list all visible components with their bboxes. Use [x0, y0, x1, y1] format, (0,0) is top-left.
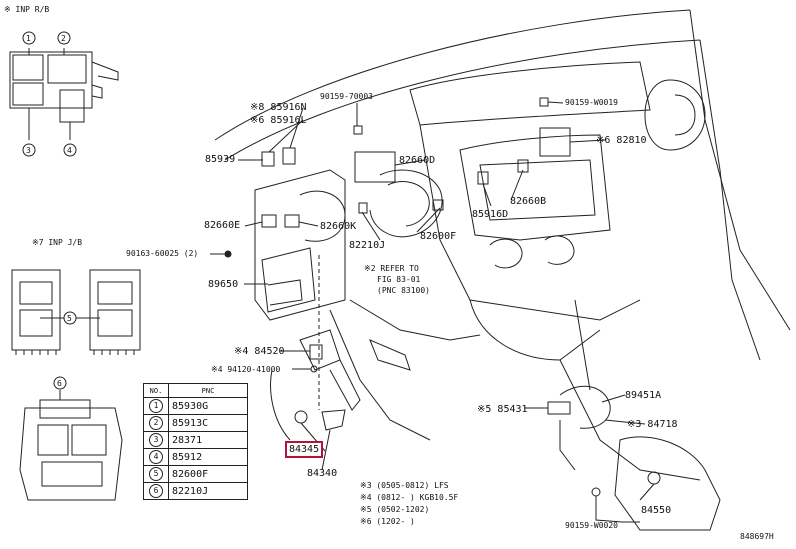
table-row: 2 85913C: [143, 414, 248, 432]
row-number: 5: [149, 467, 163, 481]
part-label-85916n[interactable]: ※8 85916N: [250, 102, 307, 113]
junction-block-title: ※7 INP J/B: [32, 238, 83, 247]
instrument-panel: [214, 9, 791, 481]
pnc-table-header: NO. PNC: [143, 383, 248, 398]
row-pnc[interactable]: 28371: [168, 431, 248, 449]
part-label-84550[interactable]: 84550: [641, 505, 672, 516]
table-row: 5 82600F: [143, 465, 248, 483]
callout-5: 5: [67, 314, 72, 323]
relay-block-title: ※ INP R/B: [4, 5, 50, 14]
table-row: 6 82210J: [143, 482, 248, 500]
part-label-89650[interactable]: 89650: [208, 279, 239, 290]
row-pnc[interactable]: 85912: [168, 448, 248, 466]
part-label-89451a[interactable]: 89451A: [625, 390, 662, 401]
callout-2: 2: [61, 34, 66, 43]
refer-note-line-2[interactable]: FIG 83-01: [377, 275, 421, 284]
row-number: 4: [149, 450, 163, 464]
part-label-82660k[interactable]: 82660K: [320, 221, 357, 232]
note-line-4: ※6 (1202- ): [360, 517, 415, 526]
part-label-84520[interactable]: ※4 84520: [234, 346, 285, 357]
meter-inset: [19, 376, 123, 501]
row-number: 6: [149, 484, 163, 498]
part-label-90159-w0020[interactable]: 90159-W0020: [565, 521, 618, 530]
note-line-1: ※3 (0505-0812) LFS: [360, 481, 449, 490]
part-label-82810[interactable]: ※6 82810: [596, 135, 647, 146]
row-number: 3: [149, 433, 163, 447]
part-label-90159-w0019[interactable]: 90159-W0019: [565, 98, 618, 107]
part-label-84340[interactable]: 84340: [307, 468, 338, 479]
part-label-82660e[interactable]: 82660E: [204, 220, 241, 231]
table-row: 1 85930G: [143, 397, 248, 415]
row-pnc[interactable]: 82600F: [168, 465, 248, 483]
part-label-82660d[interactable]: 82660D: [399, 155, 436, 166]
row-number: 2: [149, 416, 163, 430]
row-number: 1: [149, 399, 163, 413]
table-row: 3 28371: [143, 431, 248, 449]
callout-1: 1: [26, 34, 31, 43]
lower-parts: [270, 255, 721, 531]
row-pnc[interactable]: 85913C: [168, 414, 248, 432]
part-label-84718[interactable]: ※3 84718: [627, 419, 678, 430]
part-label-85939[interactable]: 85939: [205, 154, 236, 165]
callout-3: 3: [26, 146, 31, 155]
refer-note-line-1: ※2 REFER TO: [364, 264, 419, 273]
figure-code: 848697H: [740, 532, 774, 541]
note-line-3: ※5 (0502-1202): [360, 505, 430, 514]
table-row: 4 85912: [143, 448, 248, 466]
callout-4: 4: [67, 146, 72, 155]
pnc-header-no: NO.: [143, 383, 169, 398]
part-label-82600f[interactable]: 82600F: [420, 231, 457, 242]
part-label-85431[interactable]: ※5 85431: [477, 404, 528, 415]
part-label-84345-highlighted[interactable]: 84345: [285, 441, 324, 458]
part-label-94120[interactable]: ※4 94120-41000: [211, 365, 281, 374]
row-pnc[interactable]: 85930G: [168, 397, 248, 415]
part-label-82210j[interactable]: 82210J: [349, 240, 386, 251]
part-label-90163[interactable]: 90163-60025 (2): [126, 249, 199, 258]
junction-block-inset: [11, 269, 141, 355]
part-label-85916d[interactable]: 85916D: [472, 209, 509, 220]
relay-block-inset: [9, 31, 119, 157]
pnc-header-pnc: PNC: [168, 383, 248, 398]
part-label-90159-70003[interactable]: 90159-70003: [320, 92, 373, 101]
callout-6: 6: [57, 379, 62, 388]
row-pnc[interactable]: 82210J: [168, 482, 248, 500]
note-line-2: ※4 (0812- ) KGB10.5F: [360, 493, 459, 502]
part-label-85916l[interactable]: ※6 85916L: [250, 115, 307, 126]
part-label-82660b[interactable]: 82660B: [510, 196, 547, 207]
refer-note-line-3: (PNC 83100): [377, 286, 430, 295]
